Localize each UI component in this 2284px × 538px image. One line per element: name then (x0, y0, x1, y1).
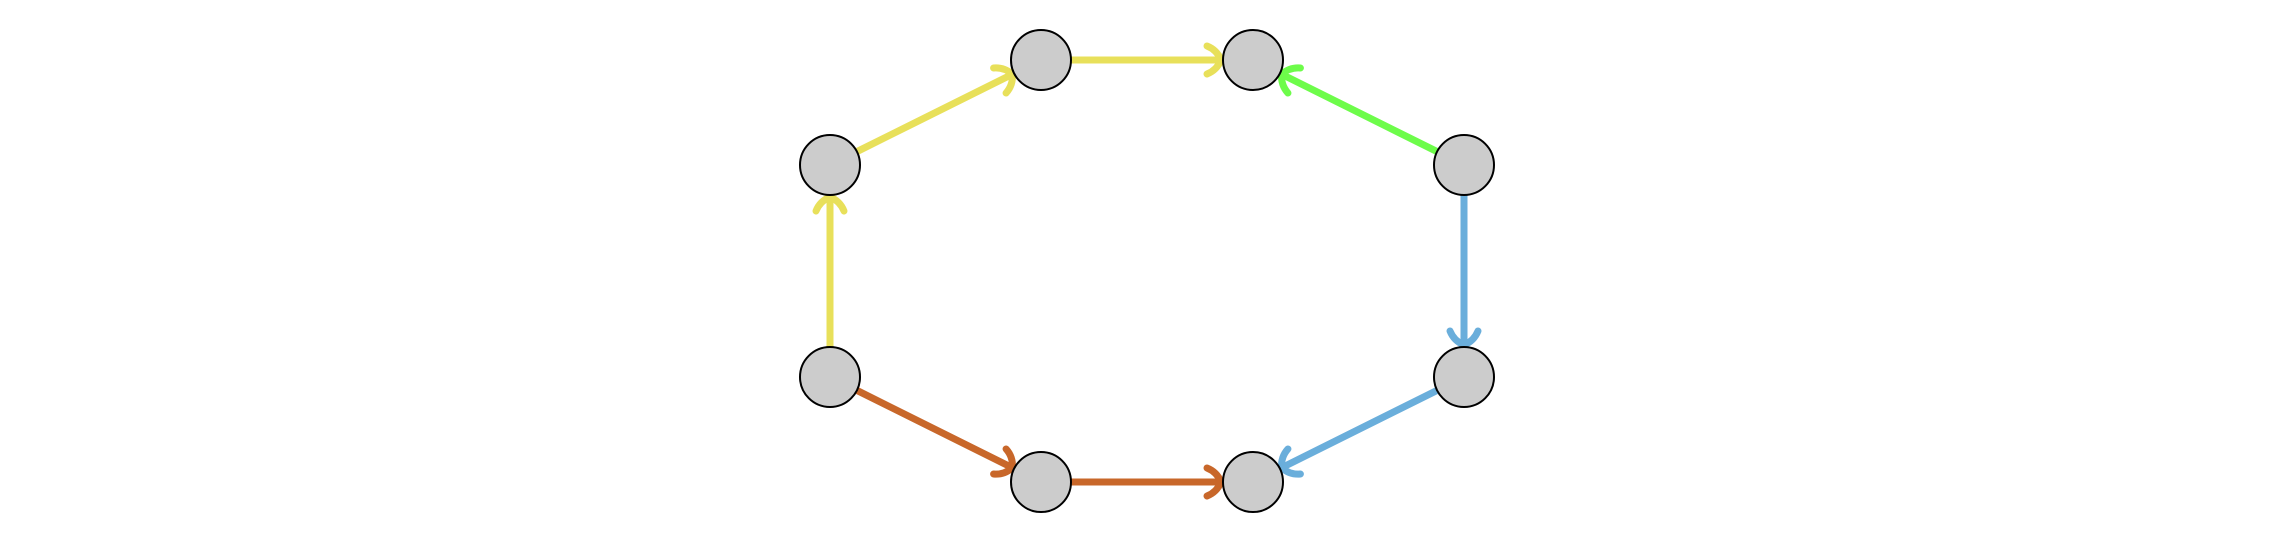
arrowhead (990, 64, 1016, 97)
edge-n4-to-n6 (1446, 192, 1482, 349)
arrowhead (990, 445, 1016, 478)
node-bottom-right (1222, 451, 1284, 513)
edge-line (1278, 70, 1440, 155)
edge-line (1278, 387, 1440, 472)
arrowhead (812, 193, 848, 215)
nodes-layer (799, 29, 1495, 513)
arrowhead (1278, 445, 1304, 478)
edge-n1-to-n2 (1068, 42, 1225, 78)
edge-n3-to-n1 (854, 64, 1016, 155)
edges-layer (812, 42, 1482, 500)
arrowhead (1446, 327, 1482, 349)
arrowhead (1278, 64, 1304, 97)
arrowhead (1203, 464, 1225, 500)
edge-n4-to-n2 (1278, 64, 1440, 155)
arrowhead (1203, 42, 1225, 78)
edge-n5-to-n7 (854, 387, 1016, 478)
node-upper-right (1433, 134, 1495, 196)
node-bottom-left (1010, 451, 1072, 513)
edge-line (854, 70, 1016, 155)
node-lower-right (1433, 346, 1495, 408)
edge-n5-to-n3 (812, 193, 848, 350)
node-upper-left (799, 134, 861, 196)
node-lower-left (799, 346, 861, 408)
node-top-left (1010, 29, 1072, 91)
edge-n6-to-n8 (1278, 387, 1440, 478)
edge-line (854, 387, 1016, 472)
edge-n7-to-n8 (1068, 464, 1225, 500)
node-top-right (1222, 29, 1284, 91)
